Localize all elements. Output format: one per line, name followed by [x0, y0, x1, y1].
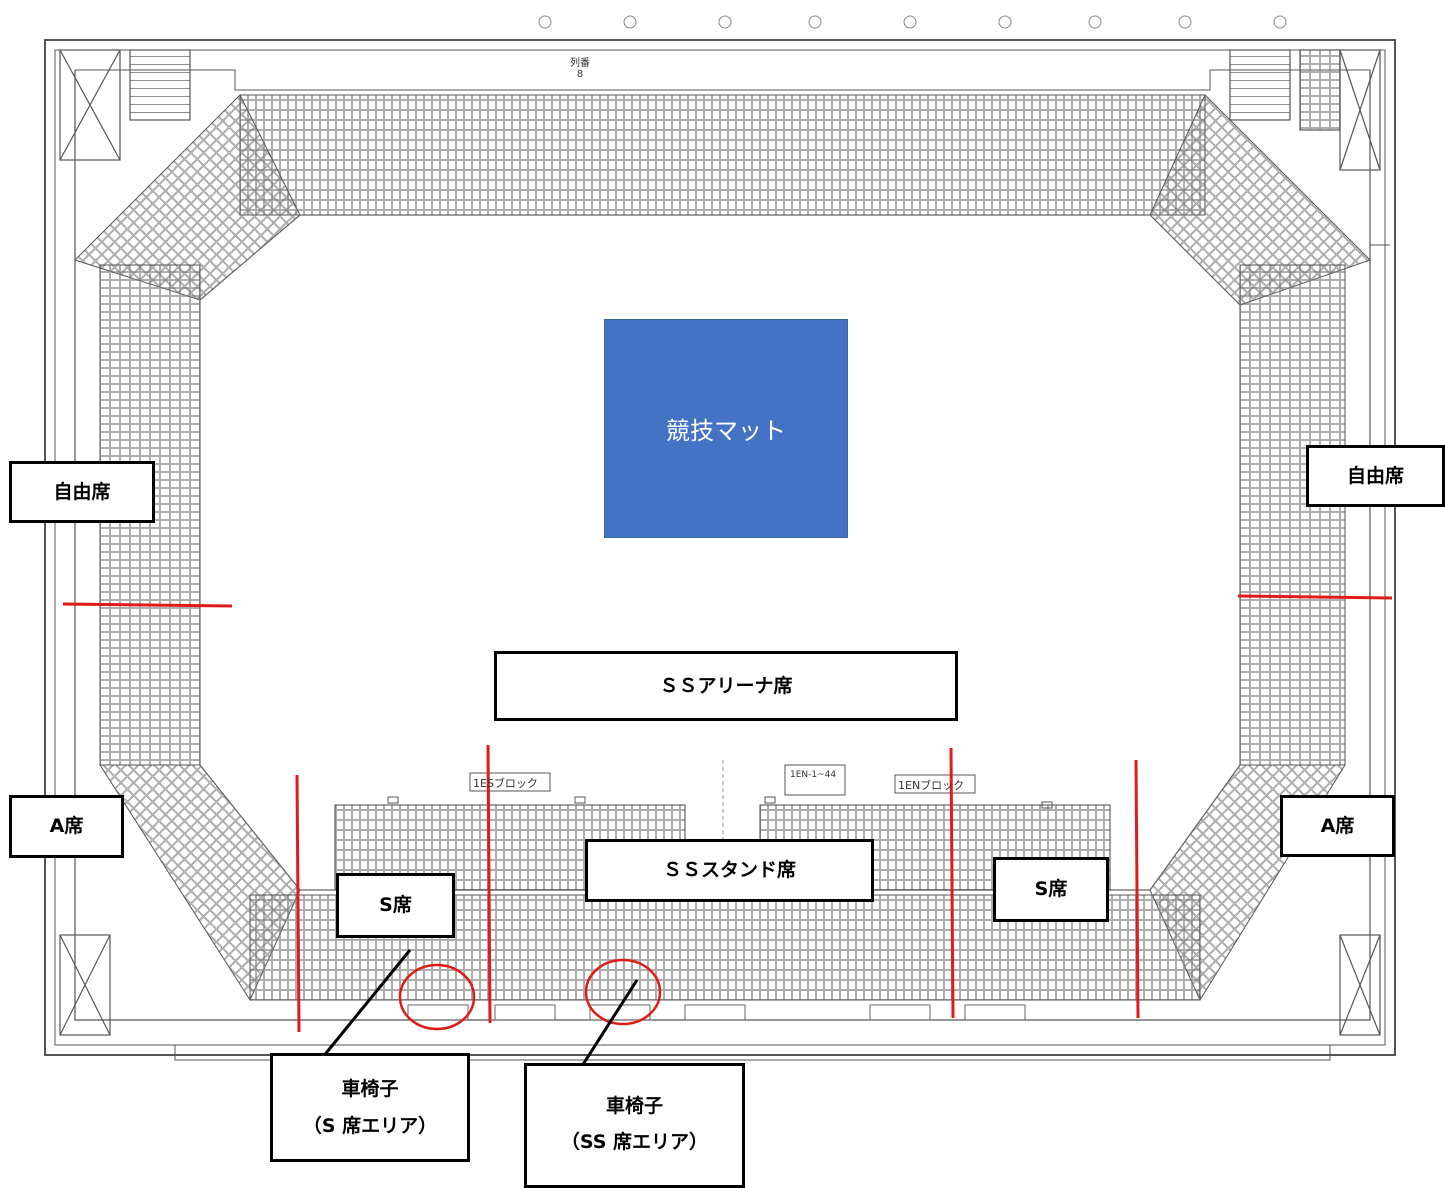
label-a-seat-right-text: A席 — [1320, 814, 1355, 837]
label-wheelchair-ss: 車椅子 （SS 席エリア） — [524, 1063, 745, 1188]
label-ss-stand-text: ＳＳスタンド席 — [662, 859, 796, 882]
label-wheelchair-s-line1: 車椅子 — [341, 1078, 399, 1101]
wheelchair-circle-ss — [584, 958, 662, 1026]
wheelchair-circle-s — [398, 963, 476, 1031]
leader-lines — [316, 949, 639, 1078]
label-a-seat-right: A席 — [1280, 795, 1395, 857]
seating-ring — [74, 94, 1371, 1002]
row-label-text: 列番 — [570, 58, 590, 69]
label-s-seat-right-text: S席 — [1034, 878, 1068, 901]
block-label-right: 1ENブロック — [898, 779, 965, 792]
label-ss-stand: ＳＳスタンド席 — [585, 839, 874, 902]
label-ss-arena: ＳＳアリーナ席 — [494, 651, 958, 721]
label-ss-arena-text: ＳＳアリーナ席 — [659, 674, 793, 697]
label-free-seat-right: 自由席 — [1306, 445, 1445, 507]
label-a-seat-left-text: A席 — [49, 815, 84, 838]
building-outline — [44, 39, 1396, 1061]
wheelchair-spots — [407, 1004, 1026, 1021]
row-label: 列番 8 — [568, 54, 592, 80]
label-wheelchair-s: 車椅子 （S 席エリア） — [270, 1053, 470, 1162]
block-label-left: 1ESブロック — [473, 777, 538, 790]
divider-bottom-2 — [486, 744, 492, 1024]
label-s-seat-left-text: S席 — [379, 894, 412, 917]
label-wheelchair-ss-line1: 車椅子 — [605, 1095, 663, 1117]
label-s-seat-right: S席 — [993, 857, 1109, 922]
column-markers — [538, 15, 1287, 29]
divider-bottom-1 — [295, 774, 301, 1033]
label-free-seat-right-text: 自由席 — [1346, 464, 1404, 487]
competition-mat: 競技マット — [604, 319, 848, 538]
divider-bottom-4 — [1134, 759, 1140, 1019]
divider-right — [1237, 594, 1393, 600]
divider-bottom-3 — [949, 747, 955, 1019]
label-free-seat-left-text: 自由席 — [53, 480, 111, 503]
row-number: 8 — [576, 69, 584, 80]
divider-left — [62, 602, 233, 608]
label-free-seat-left: 自由席 — [9, 461, 155, 523]
label-s-seat-left: S席 — [336, 873, 455, 938]
label-wheelchair-ss-line2: （SS 席エリア） — [560, 1131, 709, 1154]
label-a-seat-left: A席 — [9, 795, 124, 858]
label-wheelchair-s-line2: （S 席エリア） — [302, 1114, 438, 1137]
block-tag: 1EN-1~44 — [790, 770, 837, 780]
wheelchair-circles — [398, 958, 662, 1031]
corner-stairs — [59, 49, 1381, 1036]
mat-label: 競技マット — [666, 417, 786, 445]
section-dividers — [62, 594, 1393, 1033]
